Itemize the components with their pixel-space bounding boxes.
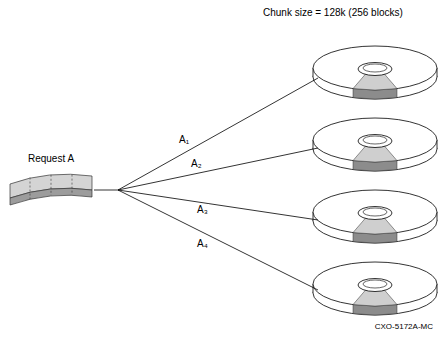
stripe-label: A₄ (196, 238, 209, 250)
figure-code: CXO-5172A-MC (374, 322, 434, 331)
request-shape: Request A (8, 153, 94, 208)
fan-lines (94, 78, 318, 290)
request-label: Request A (8, 153, 94, 164)
disk (313, 118, 437, 171)
stripe-label: A₂ (190, 158, 203, 170)
stripe-label: A₁ (178, 134, 190, 146)
disk (313, 262, 437, 315)
stripe-label: A₃ (196, 204, 209, 216)
disk (313, 46, 437, 99)
chunk-size-note: Chunk size = 128k (256 blocks) (262, 7, 404, 19)
request-slab (8, 168, 94, 208)
disk (313, 190, 437, 243)
